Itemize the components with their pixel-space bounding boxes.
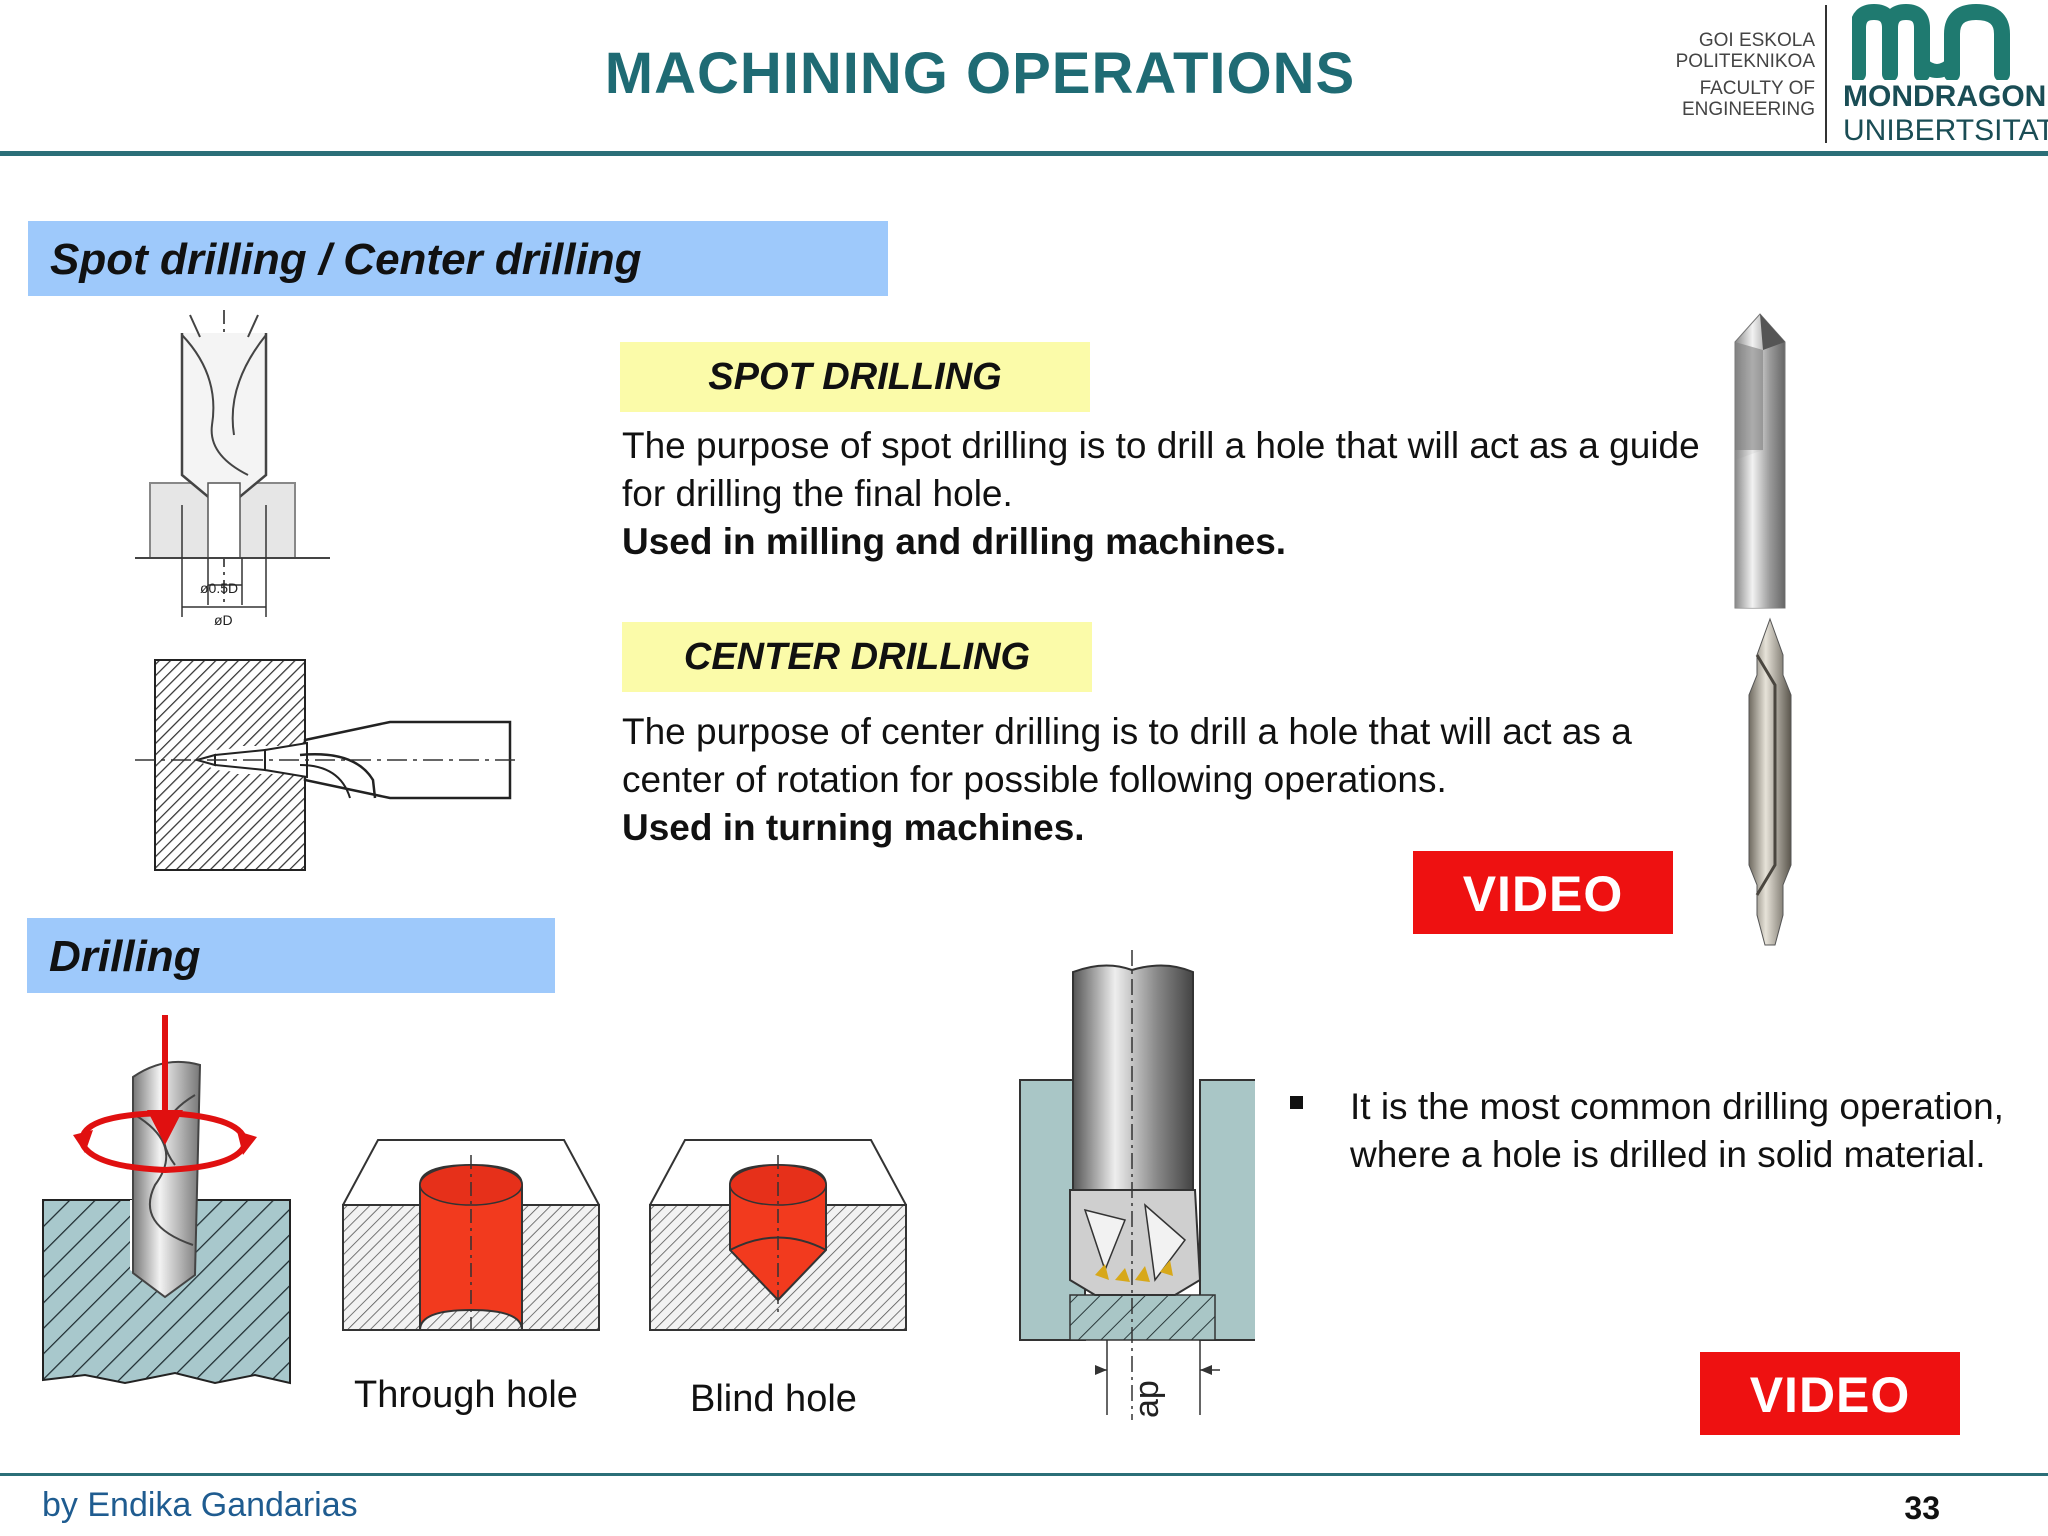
diameter-half-label: ø0.5D (200, 580, 239, 596)
section-heading-spot: Spot drilling / Center drilling (28, 221, 888, 296)
section-heading-text: Drilling (49, 932, 201, 981)
footer-author: by Endika Gandarias (42, 1486, 358, 1524)
spot-drilling-label: SPOT DRILLING (620, 342, 1090, 412)
spot-drilling-description: The purpose of spot drilling is to drill… (622, 422, 1702, 566)
blind-hole-diagram (649, 1139, 907, 1331)
spot-drill-diagram (135, 310, 330, 617)
page-number: 33 (1904, 1490, 1940, 1526)
drilling-description: It is the most common drilling operation… (1350, 1086, 2004, 1175)
center-drilling-text: The purpose of center drilling is to dri… (622, 711, 1632, 800)
logo-faculty-text: GOI ESKOLA POLITEKNIKOA FACULTY OF ENGIN… (1660, 30, 1815, 120)
center-drill-diagram (135, 659, 520, 871)
center-drilling-description: The purpose of center drilling is to dri… (622, 708, 1742, 852)
video-button-center-drilling[interactable]: VIDEO (1413, 851, 1673, 934)
footer-rule (0, 1473, 2048, 1476)
indexable-drill-diagram (1019, 950, 1255, 1420)
logo-line: POLITEKNIKOA (1675, 51, 1815, 72)
logo-line: ENGINEERING (1681, 99, 1815, 120)
header-rule (0, 151, 2048, 156)
page-title: MACHINING OPERATIONS (604, 41, 1356, 106)
diameter-label: øD (214, 612, 233, 628)
logo-name-line: MONDRAGON (1843, 80, 2047, 113)
center-drilling-label: CENTER DRILLING (622, 622, 1092, 692)
depth-of-cut-label: ap (1128, 1380, 1166, 1418)
logo-name: MONDRAGON UNIBERTSITATEA (1843, 80, 2048, 148)
through-hole-diagram (342, 1139, 600, 1335)
section-heading-drilling: Drilling (27, 918, 555, 993)
blind-hole-label: Blind hole (690, 1378, 857, 1420)
drilling-workpiece-diagram (42, 1015, 291, 1385)
video-button-drilling[interactable]: VIDEO (1700, 1352, 1960, 1435)
bullet-icon (1290, 1096, 1303, 1109)
mondragon-logo-icon (1852, 4, 2010, 80)
logo-divider (1825, 5, 1827, 143)
center-drilling-usage: Used in turning machines. (622, 807, 1085, 848)
logo-line: FACULTY OF (1699, 78, 1815, 99)
section-heading-text: Spot drilling / Center drilling (50, 235, 642, 284)
logo-line: GOI ESKOLA (1698, 30, 1815, 51)
spot-drilling-usage: Used in milling and drilling machines. (622, 521, 1287, 562)
spot-drill-tool-image (1734, 313, 1786, 609)
center-drill-tool-image (1748, 617, 1792, 946)
through-hole-label: Through hole (354, 1374, 578, 1416)
logo-name-line: UNIBERTSITATEA (1843, 114, 2048, 147)
spot-drilling-text: The purpose of spot drilling is to drill… (622, 425, 1700, 514)
